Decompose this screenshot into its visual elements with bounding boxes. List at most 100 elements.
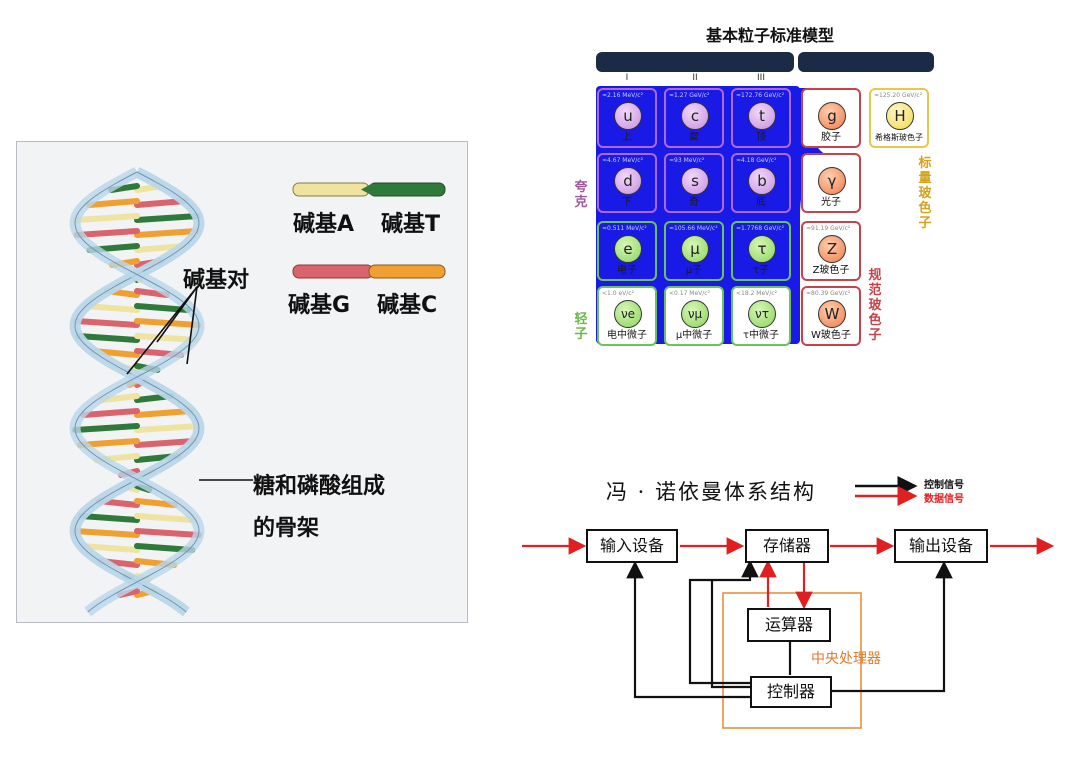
base-pair-rung bbox=[134, 513, 196, 523]
particle-name: 底 bbox=[756, 197, 766, 208]
particle-name: Z玻色子 bbox=[812, 265, 850, 276]
particle-mass: ≈0.511 MeV/c² bbox=[602, 225, 647, 232]
base-pair-rung bbox=[72, 528, 140, 538]
base-pair-rung bbox=[85, 198, 140, 208]
particle-name: 胶子 bbox=[821, 132, 841, 143]
particle-mass: ≈93 MeV/c² bbox=[669, 157, 705, 164]
label-base-g: 碱基G bbox=[288, 293, 351, 318]
particle-mass: ≈125.20 GeV/c² bbox=[874, 92, 923, 99]
memory-box: 存储器 bbox=[745, 529, 829, 563]
particle-name: τ子 bbox=[752, 265, 770, 276]
particle-cell-tau-neutrino: <18.2 MeV/c² ντ τ中微子 bbox=[731, 286, 791, 346]
particle-cell-up: ≈2.16 MeV/c² u 上 bbox=[597, 88, 657, 148]
particle-mass: ≈91.19 GeV/c² bbox=[806, 225, 851, 232]
particle-mass: ≈80.39 GeV/c² bbox=[806, 290, 851, 297]
particle-ball: ντ bbox=[748, 300, 776, 328]
cpu-boundary bbox=[722, 592, 862, 729]
particle-mass: ≈172.76 GeV/c² bbox=[736, 92, 785, 99]
particle-name: 光子 bbox=[821, 197, 841, 208]
particle-name: W玻色子 bbox=[811, 330, 851, 341]
particle-ball: t bbox=[748, 102, 776, 130]
output-device-box: 输出设备 bbox=[894, 529, 988, 563]
particle-name: 粲 bbox=[689, 132, 699, 143]
side-label-lepton: 轻子 bbox=[574, 312, 588, 342]
input-device-box: 输入设备 bbox=[586, 529, 678, 563]
particle-name: 下 bbox=[622, 197, 632, 208]
particle-cell-strange: ≈93 MeV/c² s 奇 bbox=[664, 153, 724, 213]
legend-bar-at bbox=[292, 182, 446, 197]
particle-mass: ≈4.67 MeV/c² bbox=[602, 157, 643, 164]
base-pair-rung bbox=[83, 303, 140, 313]
base-pair-rung bbox=[134, 528, 202, 538]
label-base-pair: 碱基对 bbox=[183, 268, 250, 293]
base-pair-rung bbox=[134, 333, 199, 343]
backbone-edge bbox=[74, 171, 200, 613]
particle-cell-w-boson: ≈80.39 GeV/c² W W玻色子 bbox=[801, 286, 861, 346]
base-pair-rung bbox=[72, 318, 140, 328]
data-signal-arrows bbox=[522, 537, 1055, 610]
standard-model-title: 基本粒子标准模型 bbox=[705, 26, 834, 45]
generation-1: I bbox=[625, 73, 629, 83]
legend-control-text: 控制信号 bbox=[924, 480, 964, 491]
dna-legend bbox=[126, 182, 446, 481]
particle-mass: ≈2.16 MeV/c² bbox=[602, 92, 643, 99]
alu-box: 运算器 bbox=[747, 608, 831, 642]
side-label-scalar-boson: 标量玻色子 bbox=[918, 156, 932, 231]
particle-mass: ≈1.27 GeV/c² bbox=[669, 92, 710, 99]
particle-name: 电中微子 bbox=[607, 330, 647, 341]
particle-cell-tau: ≈1.7768 GeV/c² τ τ子 bbox=[731, 221, 791, 281]
particle-mass: <18.2 MeV/c² bbox=[736, 290, 777, 297]
generation-2: II bbox=[692, 73, 698, 83]
particle-name: 电子 bbox=[617, 265, 637, 276]
control-signal-arrows bbox=[626, 559, 953, 699]
particle-cell-electron-neutrino: <1.0 eV/c² νe 电中微子 bbox=[597, 286, 657, 346]
base-pair-rung bbox=[78, 543, 140, 553]
particle-cell-muon-neutrino: <0.17 MeV/c² νμ μ中微子 bbox=[664, 286, 724, 346]
side-label-gauge-boson: 规范玻色子 bbox=[868, 268, 882, 343]
particle-ball: e bbox=[614, 235, 642, 263]
side-label-quark: 夸克 bbox=[574, 180, 588, 210]
backbone-edge bbox=[74, 171, 200, 613]
particle-ball: μ bbox=[681, 235, 709, 263]
particle-ball: s bbox=[681, 167, 709, 195]
base-pair-rung bbox=[73, 213, 140, 223]
particle-ball: u bbox=[614, 102, 642, 130]
particle-mass: <0.17 MeV/c² bbox=[669, 290, 710, 297]
dna-helix bbox=[69, 167, 205, 617]
particle-cell-charm: ≈1.27 GeV/c² c 粲 bbox=[664, 88, 724, 148]
particle-name: μ子 bbox=[685, 265, 703, 276]
cpu-label: 中央处理器 bbox=[811, 651, 881, 667]
particle-cell-electron: ≈0.511 MeV/c² e 电子 bbox=[597, 221, 657, 281]
particle-name: 希格斯玻色子 bbox=[875, 133, 923, 142]
particle-mass: ≈4.18 GeV/c² bbox=[736, 157, 777, 164]
base-pair-rung bbox=[73, 228, 140, 238]
base-pair-rung bbox=[78, 513, 140, 523]
particle-cell-z-boson: ≈91.19 GeV/c² Z Z玻色子 bbox=[801, 221, 861, 281]
base-pair-rung bbox=[134, 423, 202, 433]
particle-name: 上 bbox=[622, 132, 632, 143]
particle-ball: g bbox=[818, 102, 846, 130]
particle-ball: γ bbox=[818, 167, 846, 195]
label-base-a: 碱基A bbox=[293, 212, 355, 237]
particle-ball: νμ bbox=[681, 300, 709, 328]
particle-ball: c bbox=[681, 102, 709, 130]
base-pair-rung bbox=[134, 213, 201, 223]
particle-cell-photon: γ 光子 bbox=[801, 153, 861, 213]
base-pair-rung bbox=[134, 228, 201, 238]
controller-box: 控制器 bbox=[750, 676, 832, 708]
boson-header-bar bbox=[798, 52, 934, 72]
particle-ball: d bbox=[614, 167, 642, 195]
base-pair-rung bbox=[134, 438, 198, 448]
particle-name: μ中微子 bbox=[675, 330, 713, 341]
particle-cell-gluon: g 胶子 bbox=[801, 88, 861, 148]
base-pair-rung bbox=[134, 498, 178, 508]
base-pair-rung bbox=[134, 408, 194, 418]
label-base-c: 碱基C bbox=[377, 293, 438, 318]
particle-cell-muon: ≈105.66 MeV/c² μ μ子 bbox=[664, 221, 724, 281]
fermion-header-bar bbox=[596, 52, 794, 72]
label-backbone-2: 的骨架 bbox=[253, 516, 320, 541]
particle-ball: b bbox=[748, 167, 776, 195]
particle-mass: ≈105.66 MeV/c² bbox=[669, 225, 718, 232]
particle-mass: ≈1.7768 GeV/c² bbox=[736, 225, 785, 232]
base-pair-rung bbox=[72, 423, 140, 433]
